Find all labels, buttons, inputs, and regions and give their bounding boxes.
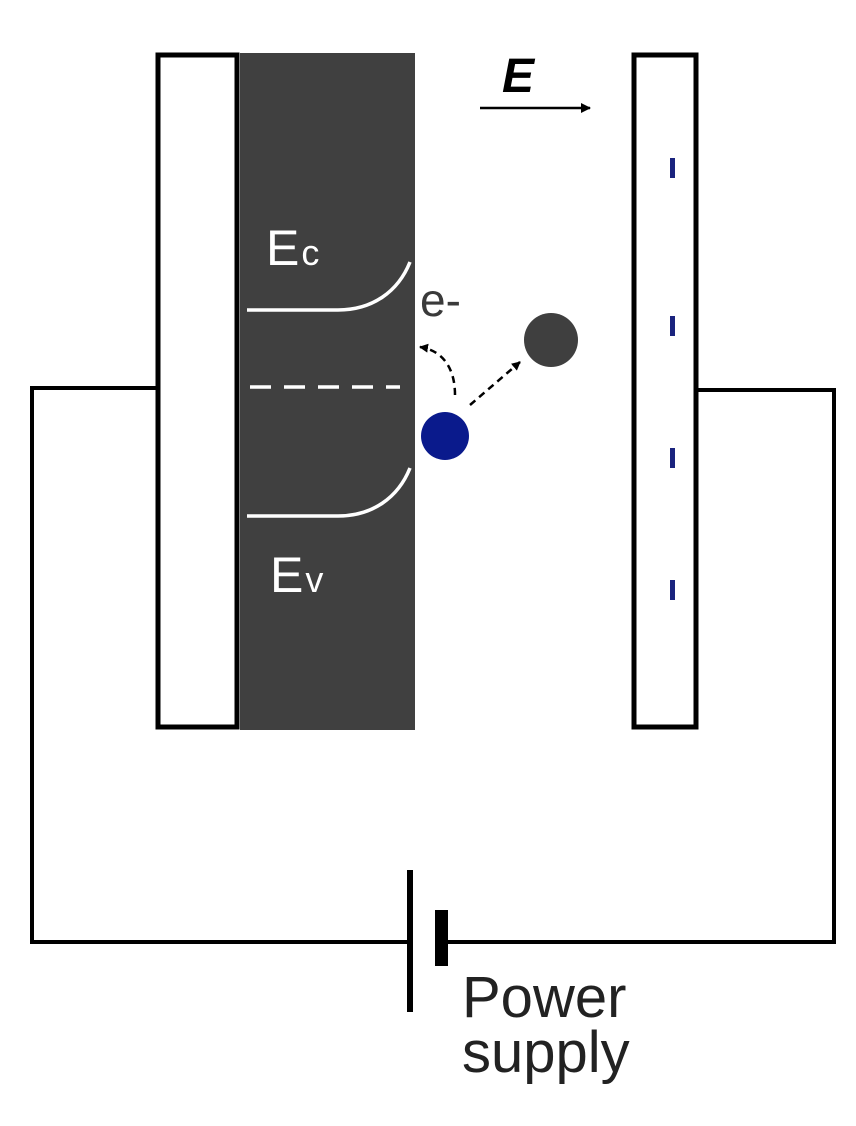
valence-band-label: Ev xyxy=(270,547,323,603)
adsorbed-species-circle xyxy=(421,412,469,460)
right-electrode xyxy=(631,52,699,730)
desorption-arrow xyxy=(469,361,521,406)
left-wire xyxy=(30,386,410,944)
circuit-wires xyxy=(30,386,836,944)
valence-band-line xyxy=(247,467,412,518)
charge-mark xyxy=(670,158,675,178)
semiconductor-block xyxy=(240,53,415,730)
electron-transfer-arrow xyxy=(419,343,457,396)
battery-icon xyxy=(407,870,448,1012)
field-label: E xyxy=(502,50,536,103)
battery-long-plate xyxy=(407,870,413,1012)
charge-mark xyxy=(670,448,675,468)
power-supply-label-line2: supply xyxy=(462,1020,630,1085)
charge-mark xyxy=(670,580,675,600)
right-wire xyxy=(446,388,836,944)
power-supply-label-line1: Power xyxy=(462,965,626,1030)
charge-mark xyxy=(670,316,675,336)
left-electrode xyxy=(155,52,240,730)
battery-short-plate xyxy=(435,910,448,966)
surface-charges xyxy=(670,158,675,600)
released-species-circle xyxy=(524,313,578,367)
conduction-band-label: Ec xyxy=(266,220,319,276)
electron-label: e- xyxy=(420,274,461,326)
conduction-band-line xyxy=(247,261,412,312)
